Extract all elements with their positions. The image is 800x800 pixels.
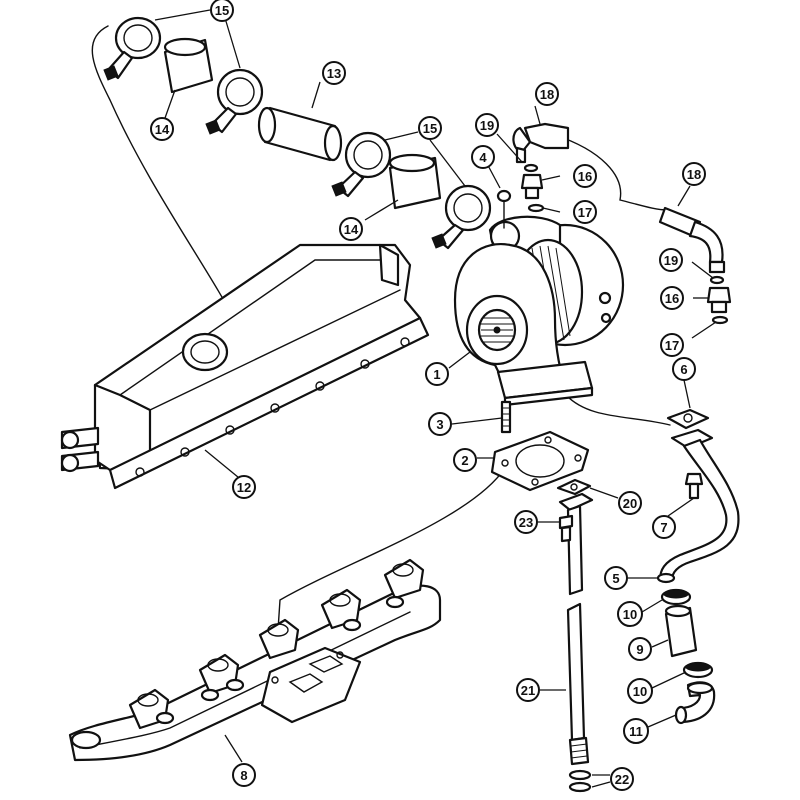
oring-22-lower bbox=[568, 781, 592, 793]
callout-11: 11 bbox=[623, 718, 649, 744]
gasket-alignment-line bbox=[274, 467, 506, 676]
intake-manifold bbox=[60, 243, 430, 490]
callout-label: 4 bbox=[479, 150, 487, 165]
callout-label: 18 bbox=[687, 167, 701, 182]
callout-15-middle: 15 bbox=[418, 116, 442, 140]
hose-clamp-lower bbox=[431, 184, 492, 250]
gasket-6 bbox=[666, 408, 710, 430]
oil-line-right bbox=[658, 206, 726, 274]
callout-label: 15 bbox=[215, 3, 229, 18]
callout-6: 6 bbox=[672, 357, 696, 381]
callout-18-upper: 18 bbox=[535, 82, 559, 106]
callout-label: 9 bbox=[636, 642, 643, 657]
callout-17-upper: 17 bbox=[573, 200, 597, 224]
bolt-7 bbox=[684, 472, 704, 500]
callout-label: 6 bbox=[680, 362, 687, 377]
intake-tube bbox=[257, 106, 343, 162]
elbow-11 bbox=[674, 681, 716, 725]
callout-4: 4 bbox=[471, 145, 495, 169]
callout-label: 8 bbox=[240, 768, 247, 783]
callout-label: 14 bbox=[155, 122, 170, 137]
oring-17-upper bbox=[527, 203, 545, 213]
callout-label: 17 bbox=[578, 205, 592, 220]
fitting-16-upper bbox=[520, 173, 544, 200]
callout-label: 22 bbox=[615, 772, 629, 787]
callout-14-lower: 14 bbox=[339, 217, 363, 241]
gasket-20 bbox=[556, 478, 592, 496]
nut-4 bbox=[496, 189, 512, 229]
hose-9 bbox=[664, 604, 698, 658]
exhaust-manifold bbox=[68, 558, 442, 762]
callout-label: 1 bbox=[433, 367, 440, 382]
callout-10-upper: 10 bbox=[617, 601, 643, 627]
drain-tube-5 bbox=[656, 428, 740, 584]
hose-clamp-upper-left bbox=[103, 16, 162, 81]
callout-label: 10 bbox=[633, 684, 647, 699]
callout-7: 7 bbox=[652, 515, 676, 539]
callout-label: 17 bbox=[665, 338, 679, 353]
drain-tube-21 bbox=[566, 602, 590, 766]
callout-12: 12 bbox=[232, 475, 256, 499]
callout-label: 5 bbox=[612, 571, 619, 586]
callout-20: 20 bbox=[618, 491, 642, 515]
callout-16-lower: 16 bbox=[660, 286, 684, 310]
callout-label: 11 bbox=[629, 724, 643, 739]
fitting-16-lower bbox=[706, 286, 732, 314]
callout-label: 7 bbox=[660, 520, 667, 535]
callout-1: 1 bbox=[425, 362, 449, 386]
callout-19-upper: 19 bbox=[475, 113, 499, 137]
callout-label: 19 bbox=[664, 253, 678, 268]
callout-label: 19 bbox=[480, 118, 494, 133]
callout-3: 3 bbox=[428, 412, 452, 436]
callout-17-lower: 17 bbox=[660, 333, 684, 357]
callout-13: 13 bbox=[322, 61, 346, 85]
stud-3 bbox=[500, 400, 512, 434]
callout-9: 9 bbox=[628, 637, 652, 661]
callout-19-lower: 19 bbox=[659, 248, 683, 272]
callout-label: 23 bbox=[519, 515, 533, 530]
bolt-23 bbox=[558, 514, 574, 543]
callout-label: 10 bbox=[623, 607, 637, 622]
hose-sleeve-lower bbox=[388, 153, 442, 210]
turbocharger bbox=[453, 215, 625, 407]
callout-label: 14 bbox=[344, 222, 359, 237]
washer-19-lower bbox=[709, 275, 725, 285]
callout-8: 8 bbox=[232, 763, 256, 787]
callout-18-right: 18 bbox=[682, 162, 706, 186]
leader-lines bbox=[154, 9, 717, 788]
callout-label: 15 bbox=[423, 121, 437, 136]
clamp-10-lower bbox=[682, 661, 714, 679]
callout-5: 5 bbox=[604, 566, 628, 590]
callout-22: 22 bbox=[610, 767, 634, 791]
oring-22-upper bbox=[568, 769, 592, 781]
callout-label: 20 bbox=[623, 496, 637, 511]
callout-2: 2 bbox=[453, 448, 477, 472]
callout-label: 2 bbox=[461, 453, 468, 468]
callout-label: 16 bbox=[578, 169, 592, 184]
callout-label: 3 bbox=[436, 417, 443, 432]
oil-line-routing bbox=[554, 134, 669, 211]
hose-clamp-middle bbox=[331, 131, 392, 198]
oring-17-lower bbox=[711, 315, 729, 325]
callout-label: 16 bbox=[665, 291, 679, 306]
callout-label: 13 bbox=[327, 66, 341, 81]
callout-23: 23 bbox=[514, 510, 538, 534]
hose-sleeve-upper bbox=[163, 37, 214, 94]
callout-16-upper: 16 bbox=[573, 164, 597, 188]
callout-15-top: 15 bbox=[210, 0, 234, 22]
callout-10-lower: 10 bbox=[627, 678, 653, 704]
hose-clamp-upper-right bbox=[205, 68, 264, 135]
flange-tube-upper bbox=[558, 492, 594, 596]
callout-label: 12 bbox=[237, 480, 251, 495]
washer-19-upper bbox=[523, 163, 539, 173]
gasket-2 bbox=[490, 430, 590, 492]
callout-21: 21 bbox=[516, 678, 540, 702]
callout-14-top: 14 bbox=[150, 117, 174, 141]
clamp-10-upper bbox=[660, 588, 692, 606]
drain-routing-line bbox=[565, 394, 671, 426]
callout-label: 18 bbox=[540, 87, 554, 102]
oil-supply-fitting-upper bbox=[512, 122, 570, 164]
callout-label: 21 bbox=[521, 683, 535, 698]
